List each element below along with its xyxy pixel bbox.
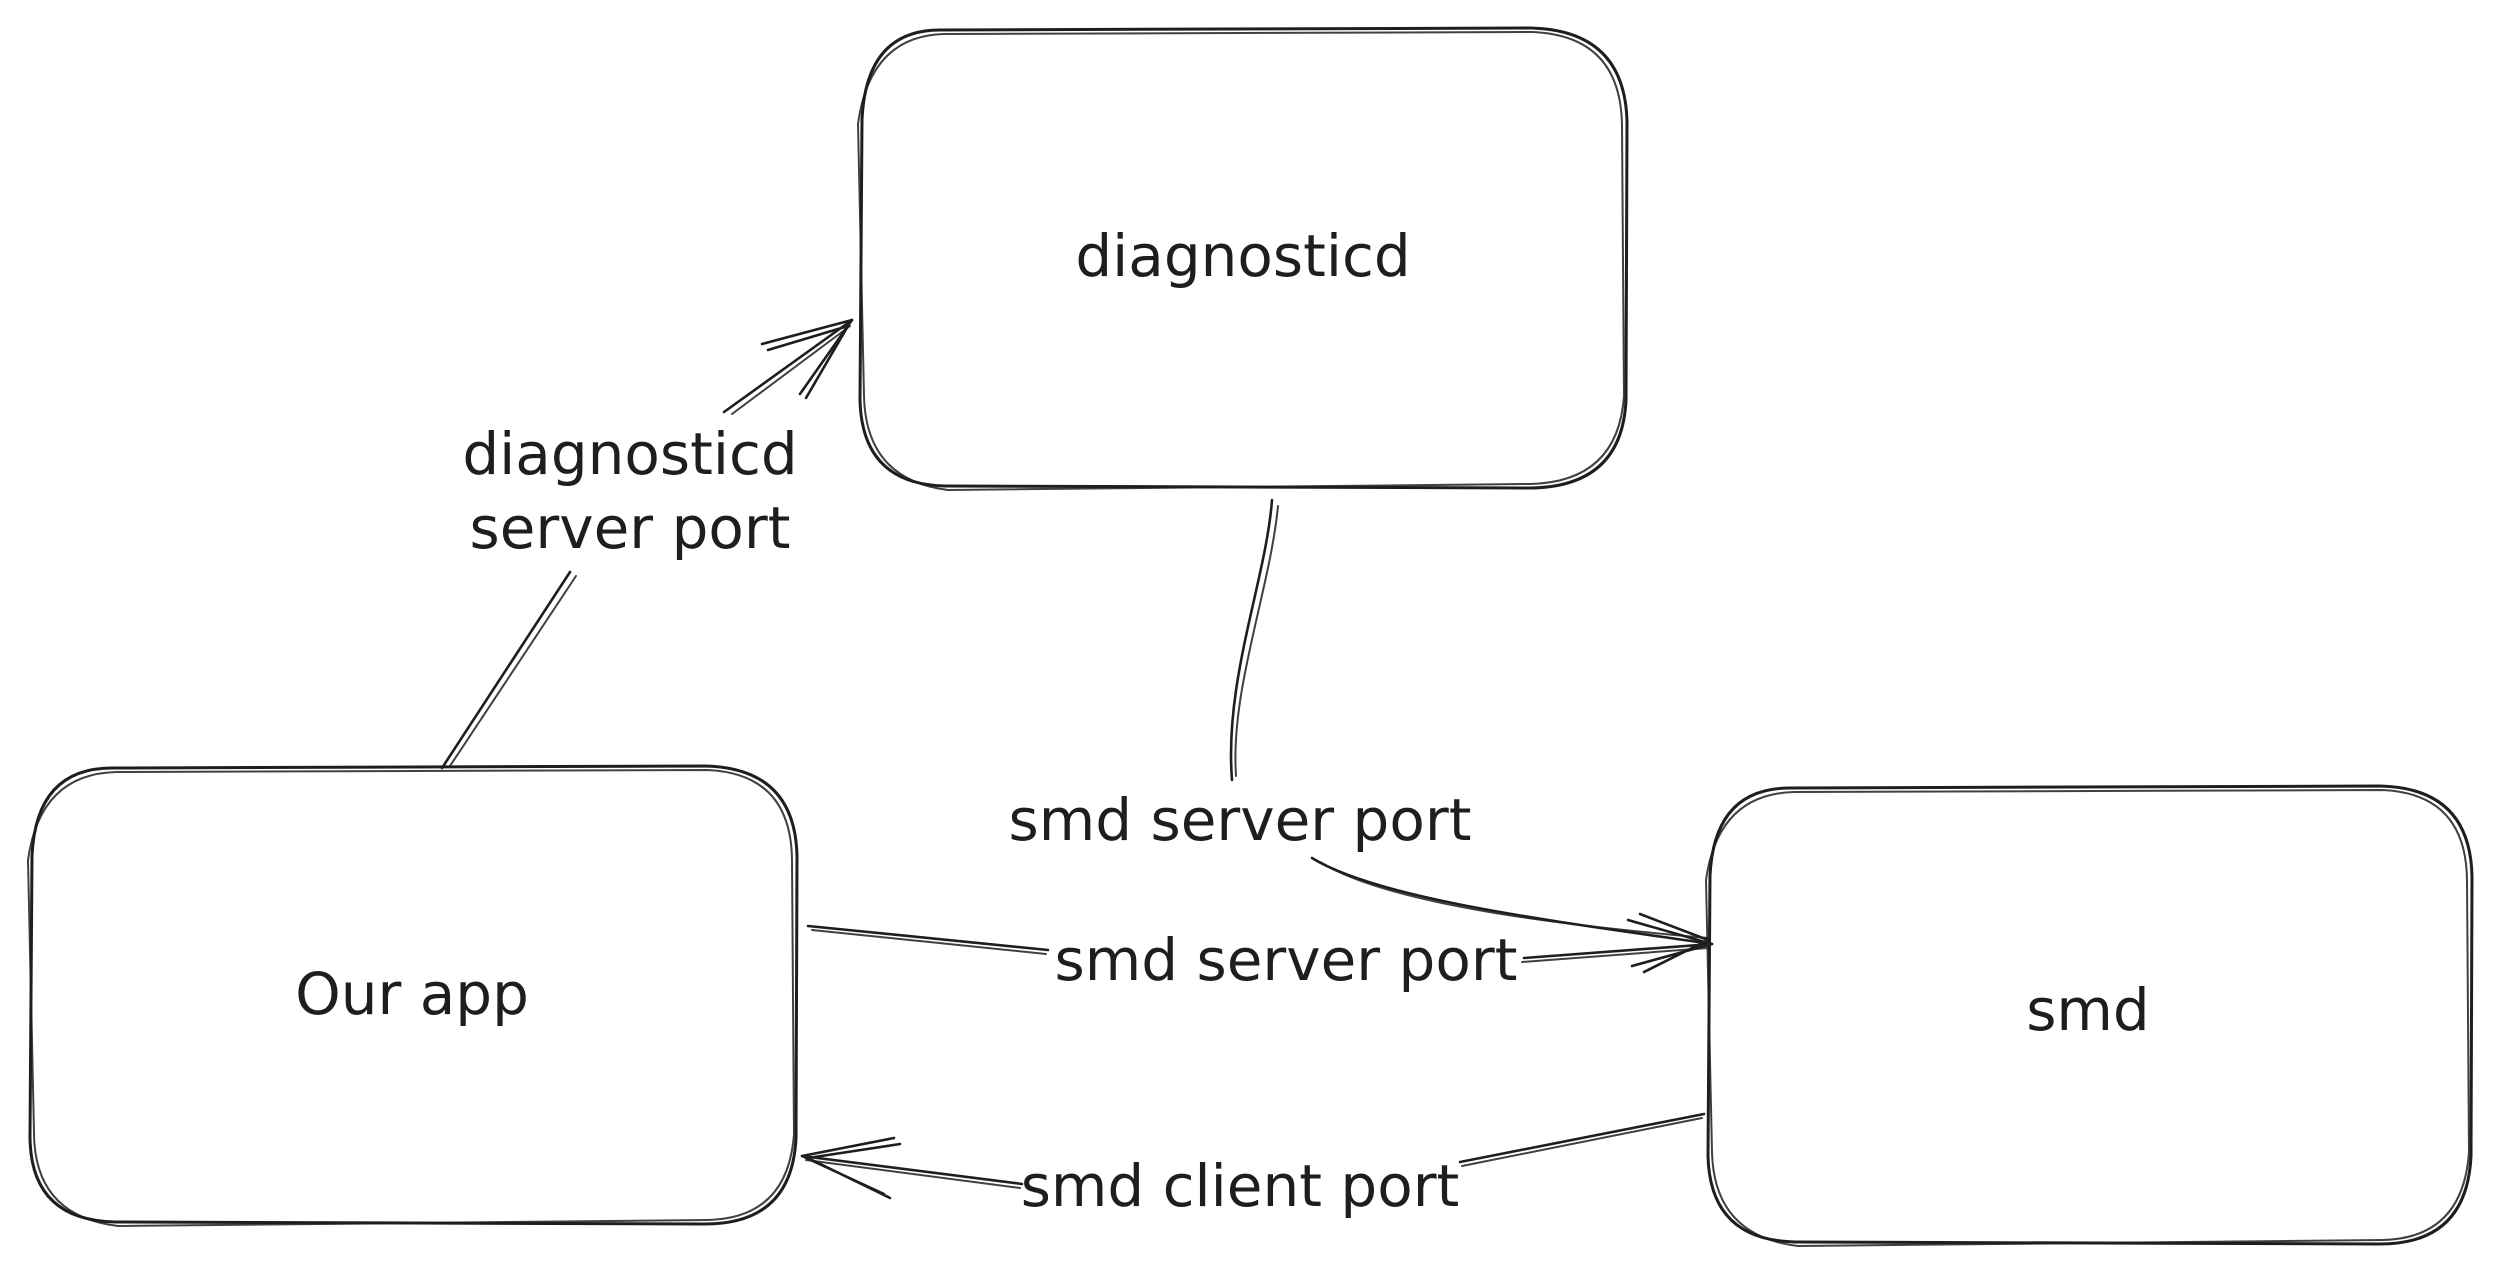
edge-app-to-diagnosticd-label-line1: diagnosticd <box>462 420 797 488</box>
edge-diagnosticd-to-smd-line-upper <box>1229 498 1274 782</box>
node-diagnosticd-label: diagnosticd <box>1075 222 1410 290</box>
node-our-app-box-sketch <box>26 768 796 1228</box>
edge-app-to-smd-line-left-sketch <box>811 929 1047 955</box>
edge-diagnosticd-to-smd-line-lower-sketch <box>1319 861 1709 939</box>
node-our-app[interactable]: Our app <box>26 764 799 1228</box>
edge-app-to-smd-line-right <box>1522 942 1714 960</box>
edge-app-to-smd-label: smd server port <box>1055 926 1518 994</box>
edge-diagnosticd-to-smd[interactable]: smd server port <box>1009 498 1714 974</box>
edge-app-to-smd-line-right-sketch <box>1521 947 1709 963</box>
edge-diagnosticd-to-smd-label: smd server port <box>1009 786 1472 854</box>
edge-app-to-diagnosticd-line-lower-sketch <box>449 575 577 767</box>
edge-smd-to-app-line-right <box>1458 1112 1706 1164</box>
node-our-app-box <box>28 764 799 1226</box>
edge-smd-to-app[interactable]: smd client port <box>800 1112 1706 1220</box>
edge-app-to-diagnosticd-line-upper-sketch <box>731 325 851 415</box>
edge-diagnosticd-to-smd-arrowhead[interactable] <box>1626 912 1714 974</box>
node-diagnosticd[interactable]: diagnosticd <box>856 26 1629 492</box>
edge-app-to-diagnosticd-line-upper <box>722 318 854 414</box>
node-smd-box-sketch <box>1704 788 2471 1248</box>
node-smd-label: smd <box>2026 976 2150 1044</box>
edge-app-to-diagnosticd-arrowhead[interactable] <box>760 318 854 400</box>
edge-smd-to-app-line-left-sketch <box>805 1159 1021 1189</box>
edge-app-to-diagnosticd[interactable]: diagnosticd server port <box>440 318 854 770</box>
edge-smd-to-app-line-right-sketch <box>1461 1117 1703 1167</box>
node-diagnosticd-box <box>858 26 1629 490</box>
edge-app-to-smd-line-left <box>806 924 1050 952</box>
edge-smd-to-app-label: smd client port <box>1021 1152 1460 1220</box>
node-smd-box <box>1706 784 2474 1246</box>
edge-app-to-smd[interactable]: smd server port <box>806 924 1714 994</box>
node-diagnosticd-box-sketch <box>856 30 1626 492</box>
edge-smd-to-app-arrowhead[interactable] <box>800 1136 902 1200</box>
edge-app-to-diagnosticd-label-line2: server port <box>470 494 791 562</box>
edge-app-to-diagnosticd-line-lower <box>440 570 572 770</box>
edge-diagnosticd-to-smd-line-upper-sketch <box>1234 505 1279 777</box>
edge-smd-to-app-line-left <box>800 1154 1024 1186</box>
node-our-app-label: Our app <box>295 960 529 1028</box>
node-smd[interactable]: smd <box>1704 784 2474 1248</box>
